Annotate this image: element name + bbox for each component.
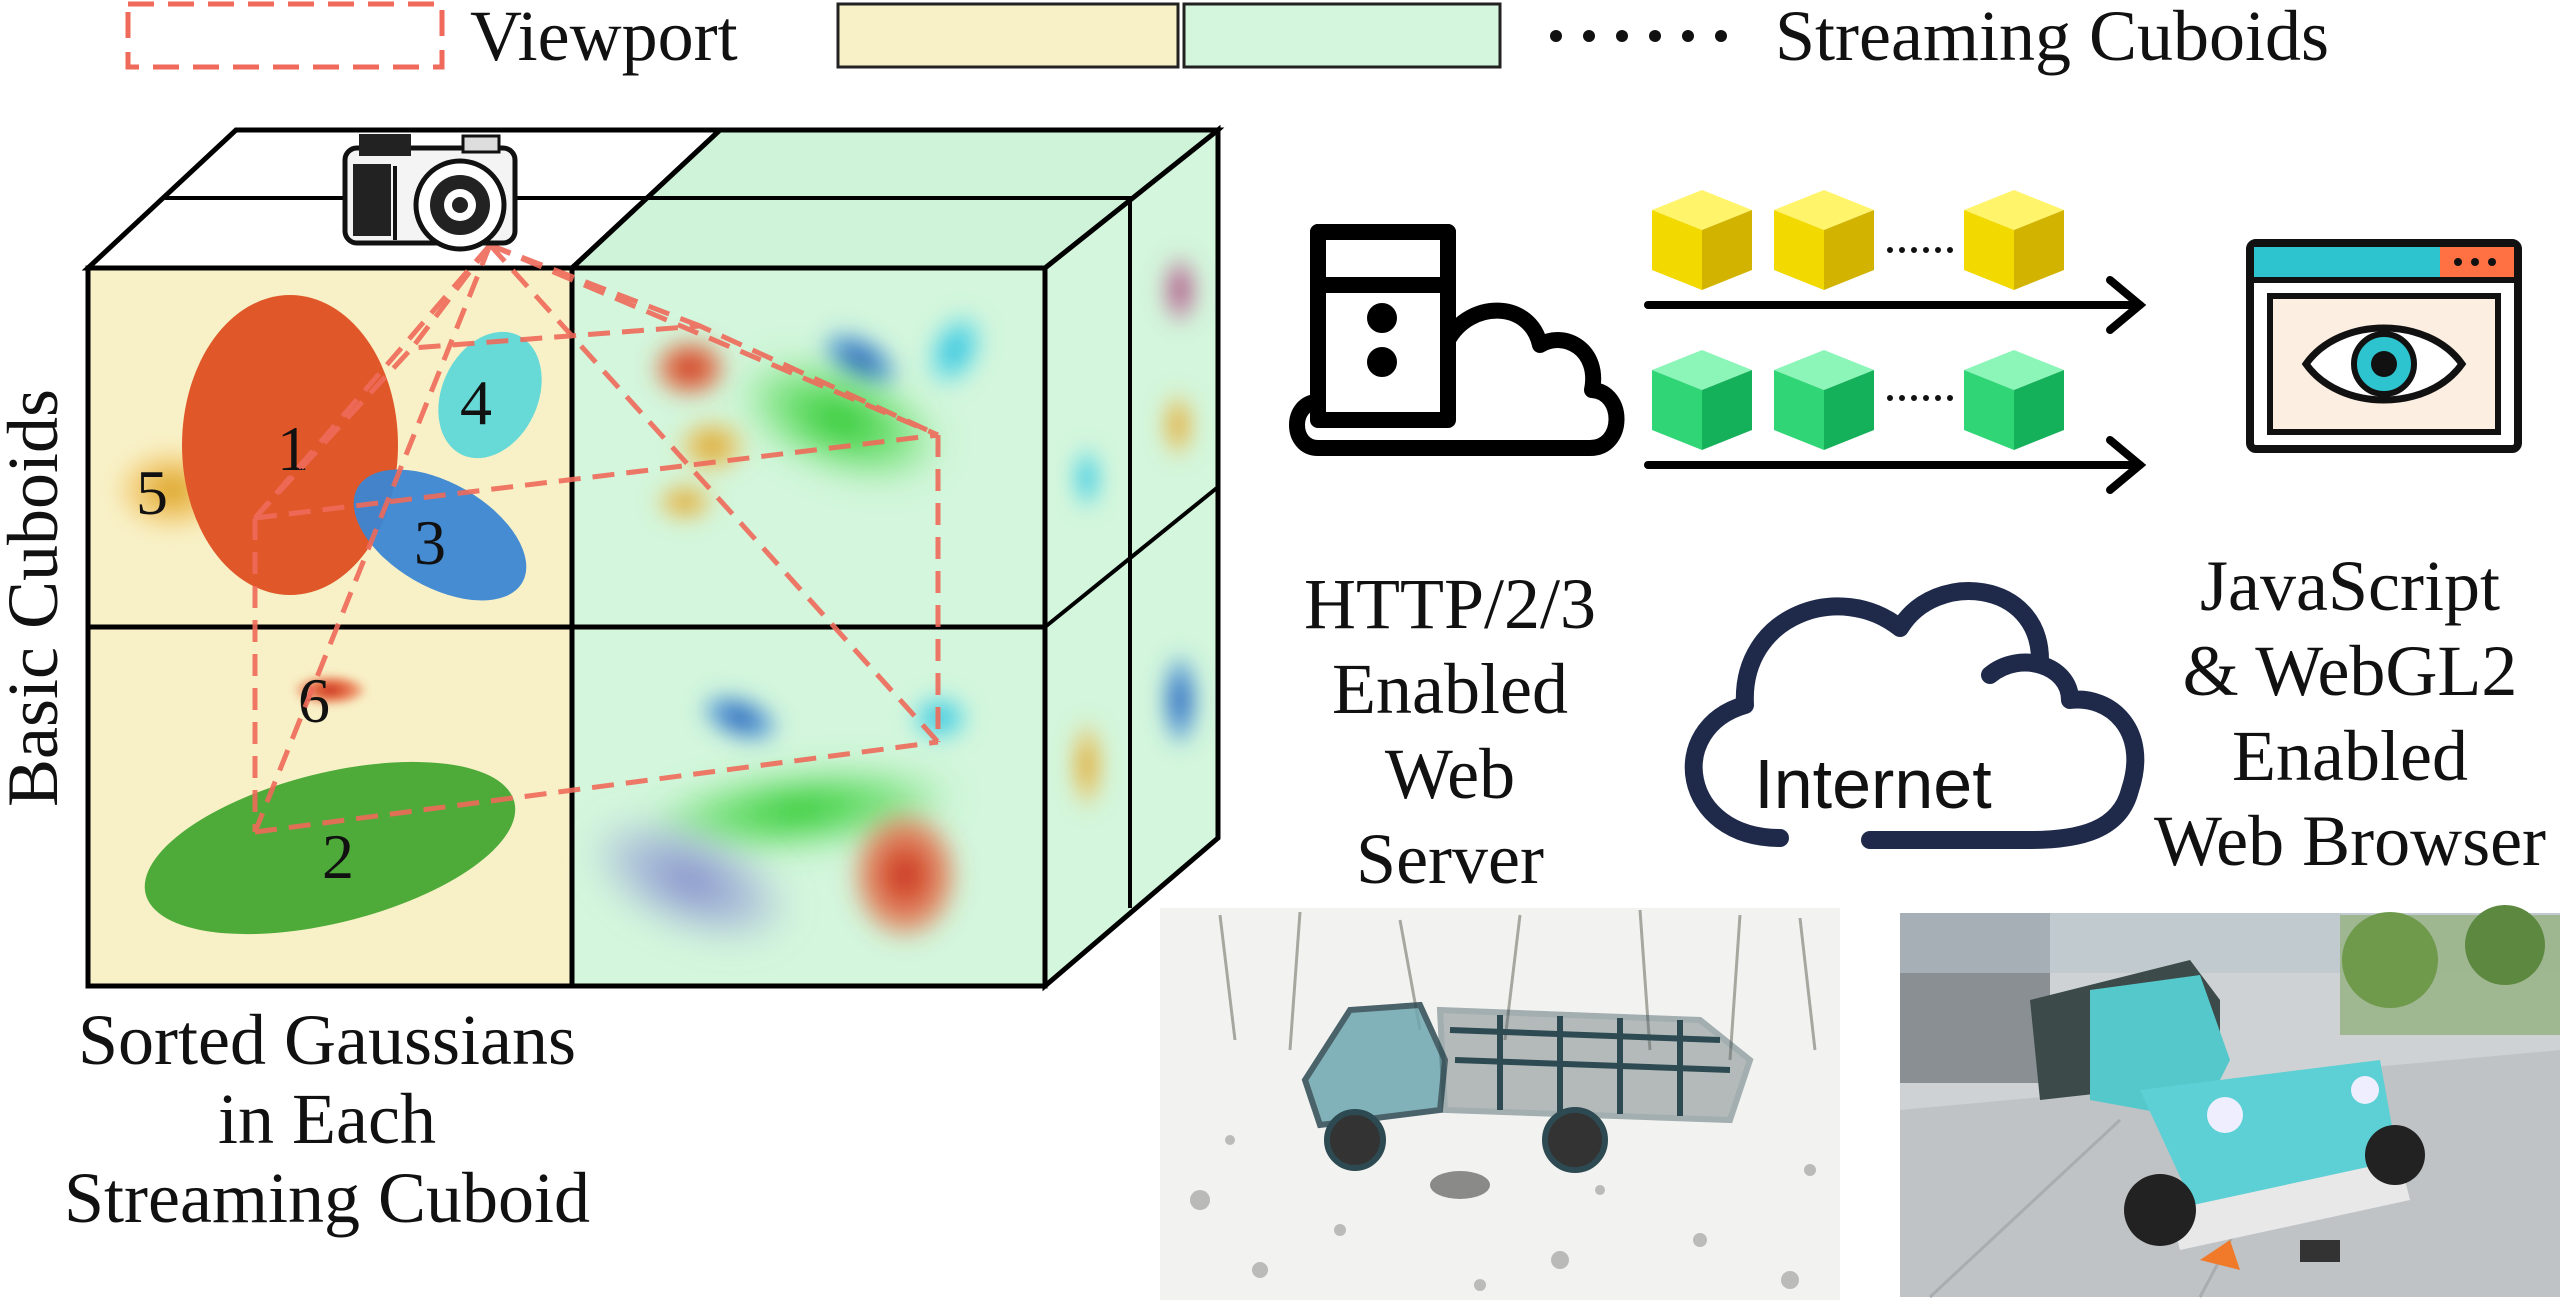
- gaussian-label-5: 5: [136, 457, 168, 528]
- internet-label: Internet: [1754, 745, 1991, 823]
- caption-line-1: Sorted Gaussians: [78, 1000, 576, 1080]
- legend-viewport-swatch: [125, 1, 445, 70]
- right-arrow-icon: [1644, 436, 2147, 494]
- cube-yellow-3: [1964, 190, 2064, 290]
- browser-label-line-1: JavaScript: [2200, 546, 2500, 626]
- gaussian-1: [182, 295, 398, 595]
- cube-yellow-2: [1774, 190, 1874, 290]
- browser-label-line-2: & WebGL2: [2183, 631, 2518, 711]
- cuboid-block: 1 2 3 4 5 6: [0, 124, 1225, 1238]
- legend-basic-swatch: [836, 2, 1180, 69]
- cloud-icon: [1684, 582, 2145, 849]
- photo-image: [1900, 905, 2560, 1299]
- browser-eye-icon: [2246, 239, 2522, 453]
- browser-label-line-3: Enabled: [2232, 716, 2468, 796]
- legend-viewport-label: Viewport: [470, 0, 738, 76]
- cube-green-1: [1652, 350, 1752, 450]
- gaussian-label-3: 3: [414, 507, 446, 578]
- browser-label: JavaScript & WebGL2 Enabled Web Browser: [2154, 546, 2546, 881]
- truck-photo-shape: [2030, 960, 2425, 1262]
- caption-line-2: in Each: [218, 1079, 436, 1159]
- browser-label-line-4: Web Browser: [2154, 801, 2546, 881]
- viewport-frustum: [252, 242, 941, 835]
- server-label: HTTP/2/3 Enabled Web Server: [1304, 564, 1596, 899]
- server-label-line-1: HTTP/2/3: [1304, 564, 1596, 644]
- stream-row-yellow: [1644, 190, 2147, 334]
- cube-yellow-1: [1652, 190, 1752, 290]
- right-arrow-icon: [1644, 276, 2147, 334]
- caption-line-3: Streaming Cuboid: [64, 1158, 590, 1238]
- basic-cuboids-label: Basic Cuboids: [0, 389, 73, 807]
- gaussian-label-4: 4: [460, 367, 492, 438]
- stream-row-green: [1644, 350, 2147, 494]
- server-label-line-2: Enabled: [1332, 649, 1568, 729]
- legend: Viewport Streaming Cuboids: [125, 0, 2329, 76]
- server-label-line-4: Server: [1356, 819, 1544, 899]
- server-cloud-icon: [1289, 224, 1625, 456]
- reconstruction-image: [1160, 908, 1840, 1300]
- gaussian-label-2: 2: [322, 821, 354, 892]
- camera-icon: [342, 134, 518, 252]
- legend-streaming-swatch: [1182, 2, 1502, 69]
- truck-wireframe: [1301, 1001, 1754, 1173]
- streaming-gaussians: [585, 252, 1200, 946]
- cube-green-3: [1964, 350, 2064, 450]
- gaussian-4: [438, 331, 542, 459]
- gaussian-label-1: 1: [277, 413, 309, 484]
- server-label-line-3: Web: [1385, 734, 1515, 814]
- gaussian-label-6: 6: [298, 665, 330, 736]
- legend-dots: [1550, 30, 1727, 42]
- gaussian-2: [144, 761, 516, 935]
- legend-cuboids-label: Streaming Cuboids: [1775, 0, 2329, 76]
- cube-green-2: [1774, 350, 1874, 450]
